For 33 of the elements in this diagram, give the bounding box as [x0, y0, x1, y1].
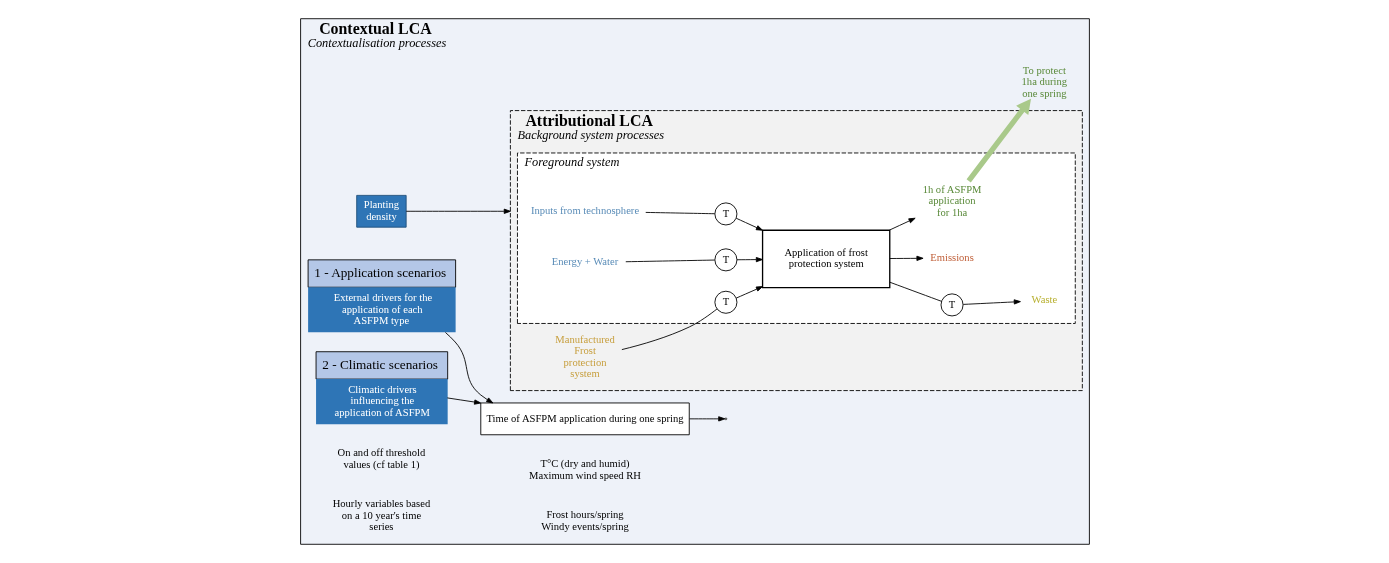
arrow	[962, 299, 1021, 305]
node-text: 1h of ASFPM application for 1ha	[922, 183, 981, 218]
connector	[620, 308, 717, 351]
label: Hourly variables based on a 10 year's time series	[332, 498, 430, 533]
node-text: Manufactured Frost protection system	[554, 333, 615, 379]
arrow	[446, 397, 481, 405]
node-circle: T	[713, 202, 737, 226]
arrow	[736, 257, 763, 263]
node-box: Planting density	[355, 194, 407, 228]
connector	[624, 259, 715, 263]
connector	[644, 212, 715, 215]
arrow	[966, 98, 1031, 183]
node-text: Waste	[1031, 294, 1057, 306]
arrow	[888, 255, 923, 261]
node-box: Application of frost protection system	[761, 229, 890, 289]
arrow	[888, 217, 916, 231]
label: Frost hours/spring Windy events/spring	[540, 509, 629, 532]
label: T°C (dry and humid) Maximum wind speed RH	[528, 458, 641, 481]
arrow	[444, 332, 493, 404]
node-text: To protect 1ha during one spring	[1021, 64, 1067, 99]
node-text: Energy + Water	[551, 256, 618, 268]
node-circle: T	[940, 293, 964, 317]
arrow	[735, 217, 763, 231]
label: On and off threshold values (cf table 1)	[337, 447, 425, 470]
node-circle: T	[713, 290, 737, 314]
node-text: Inputs from technosphere	[530, 205, 639, 217]
connector	[888, 281, 942, 302]
node-circle: T	[713, 248, 737, 272]
node-text: Emissions	[929, 251, 974, 263]
node-box: Time of ASFPM application during one spring	[479, 402, 690, 436]
arrow	[405, 208, 511, 214]
arrow	[735, 286, 763, 299]
arrow	[688, 416, 725, 422]
